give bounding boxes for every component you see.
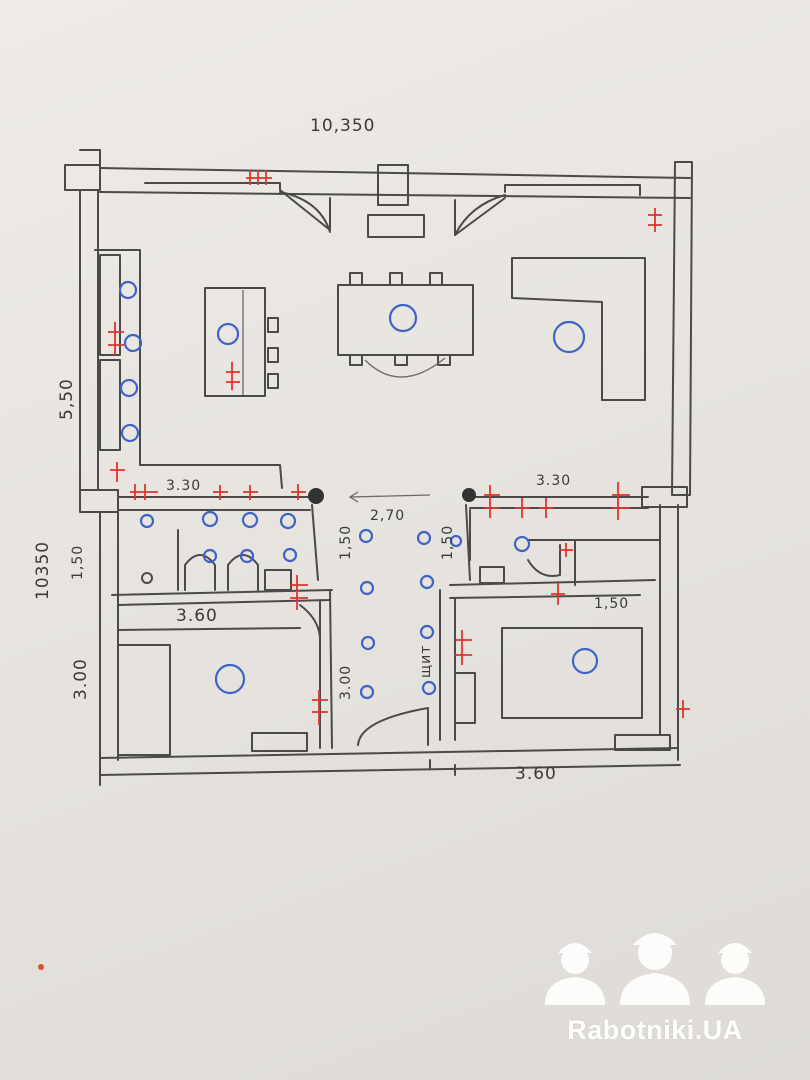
lamp-icon (279, 512, 297, 530)
right-closet-width-label: 1,50 (594, 596, 629, 612)
socket-icon (455, 630, 472, 665)
top-width-label: 10,350 (310, 116, 375, 136)
arrow-head (348, 491, 359, 503)
left-height-label: 10350 (33, 541, 53, 600)
three-workers-helmet-icon (545, 933, 765, 1005)
watermark-text: Rabotniki.UA (567, 1015, 743, 1045)
lamp-icon (513, 535, 531, 553)
corridor-width-label: 2,70 (370, 508, 405, 524)
outer-walls (64, 149, 693, 786)
socket-icon (612, 482, 630, 520)
socket-icon (551, 583, 565, 605)
left-bedroom (117, 604, 321, 756)
lamp-icon (118, 280, 138, 300)
lamp-icon (416, 530, 432, 546)
socket-icon (559, 543, 573, 557)
lamp-icon (139, 513, 155, 529)
socket-icon (676, 700, 690, 718)
shield-label: щит (418, 645, 434, 678)
lamp-icon (123, 333, 143, 353)
socket-icon (213, 485, 228, 500)
lamp-icon (552, 320, 586, 354)
socket-icon (130, 484, 158, 500)
lamp-icon (202, 548, 218, 564)
lamp-icon (449, 534, 463, 548)
lamp-icon (359, 580, 375, 596)
socket-icon (290, 575, 308, 610)
right-bedroom-width-label: 3.60 (515, 764, 557, 784)
socket-icon (243, 485, 258, 500)
left-bedroom-width-label: 3.60 (176, 606, 218, 626)
socket-icon (110, 462, 125, 482)
left-room-width-label: 3.30 (166, 478, 201, 494)
lamp-icon (421, 680, 437, 696)
right-bedroom (454, 627, 671, 751)
corridor-door (357, 707, 456, 776)
corridor-bath-left-label: 1,50 (338, 525, 354, 560)
lamp-icon (239, 548, 255, 564)
living-furniture (94, 249, 646, 489)
socket-icon (226, 362, 240, 390)
watermark: Rabotniki.UA (520, 925, 790, 1055)
lamp-icon (214, 663, 246, 695)
lamp-icon (358, 528, 374, 544)
socket-icon (312, 690, 328, 725)
lamp-icon (388, 303, 418, 333)
socket-icon (648, 208, 662, 232)
socket-icon (539, 498, 554, 518)
left-bath-height-label: 1,50 (70, 545, 86, 580)
right-bath-height-label: 1,50 (440, 525, 456, 560)
socket-icon (108, 322, 124, 355)
lamp-icon (216, 322, 240, 346)
lamp-icon (120, 423, 140, 443)
upper-height-label: 5,50 (57, 378, 77, 420)
lamp-icon (359, 684, 375, 700)
lamp-icon (571, 647, 599, 675)
corridor-room-height-label: 3.00 (338, 665, 354, 700)
lamp-icon (419, 624, 435, 640)
lamp-icon (241, 511, 259, 529)
left-bath-fixtures (141, 529, 292, 591)
socket-icon (515, 498, 530, 518)
lamp-icon (419, 574, 435, 590)
stray-mark (38, 964, 44, 970)
socket-icon (484, 485, 500, 518)
ceiling-lamps (118, 280, 599, 700)
lamp-icon (201, 510, 219, 528)
right-room-width-label: 3.30 (536, 473, 571, 489)
left-bedroom-height-label: 3.00 (71, 658, 91, 700)
socket-icon (246, 170, 272, 185)
lamp-icon (360, 635, 376, 651)
top-doors (279, 164, 506, 238)
lamp-icon (119, 378, 139, 398)
corridor-arrow (349, 494, 431, 498)
socket-icon (291, 484, 306, 500)
electrical-sockets (108, 170, 690, 725)
lamp-icon (282, 547, 298, 563)
